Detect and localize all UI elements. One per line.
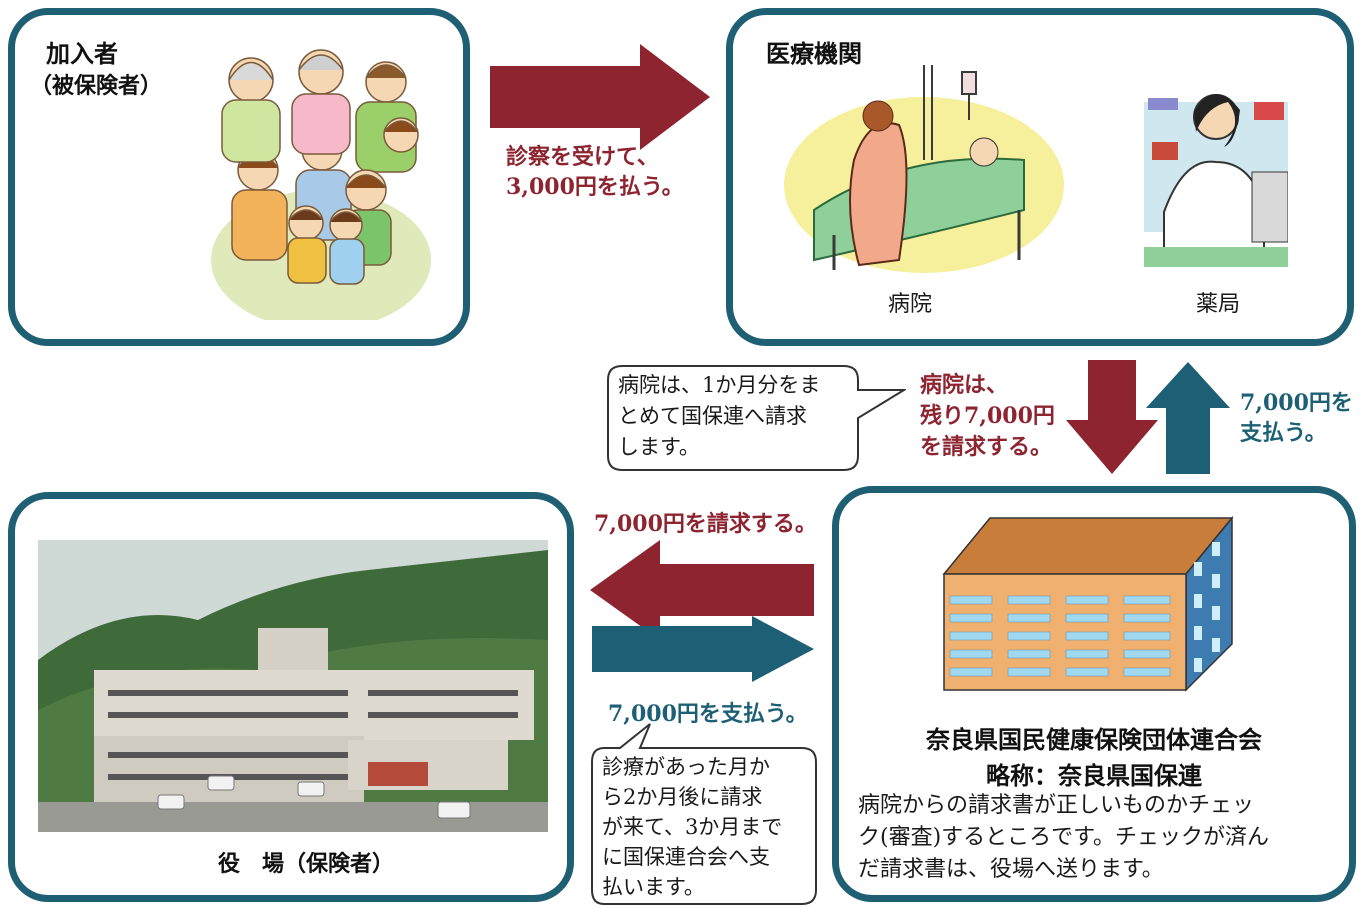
timing-note-line-4: に国保連合会へ支 — [602, 845, 770, 869]
monthly-note-line-3: します。 — [618, 435, 700, 459]
pharmacy-illustration — [1144, 93, 1288, 267]
monthly-note-line-2: とめて国保連へ請求 — [618, 404, 807, 428]
timing-note-line-3: が来て、3か月まで — [602, 815, 783, 839]
family-illustration — [211, 49, 431, 320]
federation-name: 奈良県国民健康保険団体連合会 — [926, 726, 1262, 754]
pay-copay-label: 診察を受けて、 3,000円を払う。 — [506, 142, 684, 202]
pay-copay-line-2: 3,000円を払う。 — [506, 174, 684, 200]
timing-note-line-2: ら2か月後に請求 — [602, 785, 763, 809]
timing-note-line-5: 払います。 — [602, 875, 705, 899]
arrow-office-to-federation — [592, 616, 814, 682]
hospital-claim-label: 病院は、 残り7,000円 を請求する。 — [920, 370, 1055, 463]
pharmacy-label: 薬局 — [1196, 292, 1241, 317]
member-subtitle: （被保険者） — [30, 74, 163, 99]
fed-pays-line-2: 支払う。 — [1240, 420, 1327, 446]
fed-claims-label: 7,000円を請求する。 — [594, 511, 817, 537]
timing-note-bubble — [591, 723, 817, 905]
hospital-label: 病院 — [888, 292, 933, 317]
arrow-federation-to-office — [590, 540, 814, 640]
timing-note-text: 診療があった月か ら2か月後に請求 が来て、3か月まで に国保連合会へ支 払いま… — [602, 752, 782, 902]
federation-abbr: 略称：奈良県国保連 — [986, 762, 1202, 790]
timing-note-line-1: 診療があった月か — [602, 755, 770, 779]
office-caption: 役 場（保険者） — [218, 852, 395, 877]
monthly-note-text: 病院は、1か月分をま とめて国保連へ請求 します。 — [618, 370, 820, 463]
pay-copay-line-1: 診察を受けて、 — [506, 144, 659, 170]
federation-description: 病院からの請求書が正しいものかチェッ ク(審査)するところです。チェックが済ん … — [858, 790, 1269, 886]
member-title: 加入者 — [46, 40, 118, 68]
arrow-member-to-medical — [490, 44, 710, 150]
office-pays-label: 7,000円を支払う。 — [608, 701, 808, 727]
hospital-claim-line-2: 残り7,000円 — [920, 403, 1055, 429]
federation-building-illustration — [942, 515, 1234, 692]
medical-title: 医療機関 — [766, 40, 862, 68]
monthly-note-bubble — [607, 365, 906, 471]
federation-desc-line-1: 病院からの請求書が正しいものかチェッ — [858, 793, 1255, 818]
hospital-claim-line-3: を請求する。 — [920, 434, 1053, 460]
hospital-claim-line-1: 病院は、 — [920, 372, 1009, 398]
hospital-illustration — [784, 65, 1064, 273]
monthly-note-line-1: 病院は、1か月分をま — [618, 373, 821, 397]
fed-pays-line-1: 7,000円を — [1240, 390, 1353, 416]
town-office-photo — [38, 540, 548, 832]
arrow-medical-to-federation — [1066, 360, 1158, 474]
federation-desc-line-3: だ請求書は、役場へ送ります。 — [858, 857, 1164, 882]
arrow-federation-to-medical — [1146, 362, 1230, 474]
federation-desc-line-2: ク(審査)するところです。チェックが済ん — [858, 825, 1269, 850]
fed-pays-label: 7,000円を 支払う。 — [1240, 388, 1353, 448]
